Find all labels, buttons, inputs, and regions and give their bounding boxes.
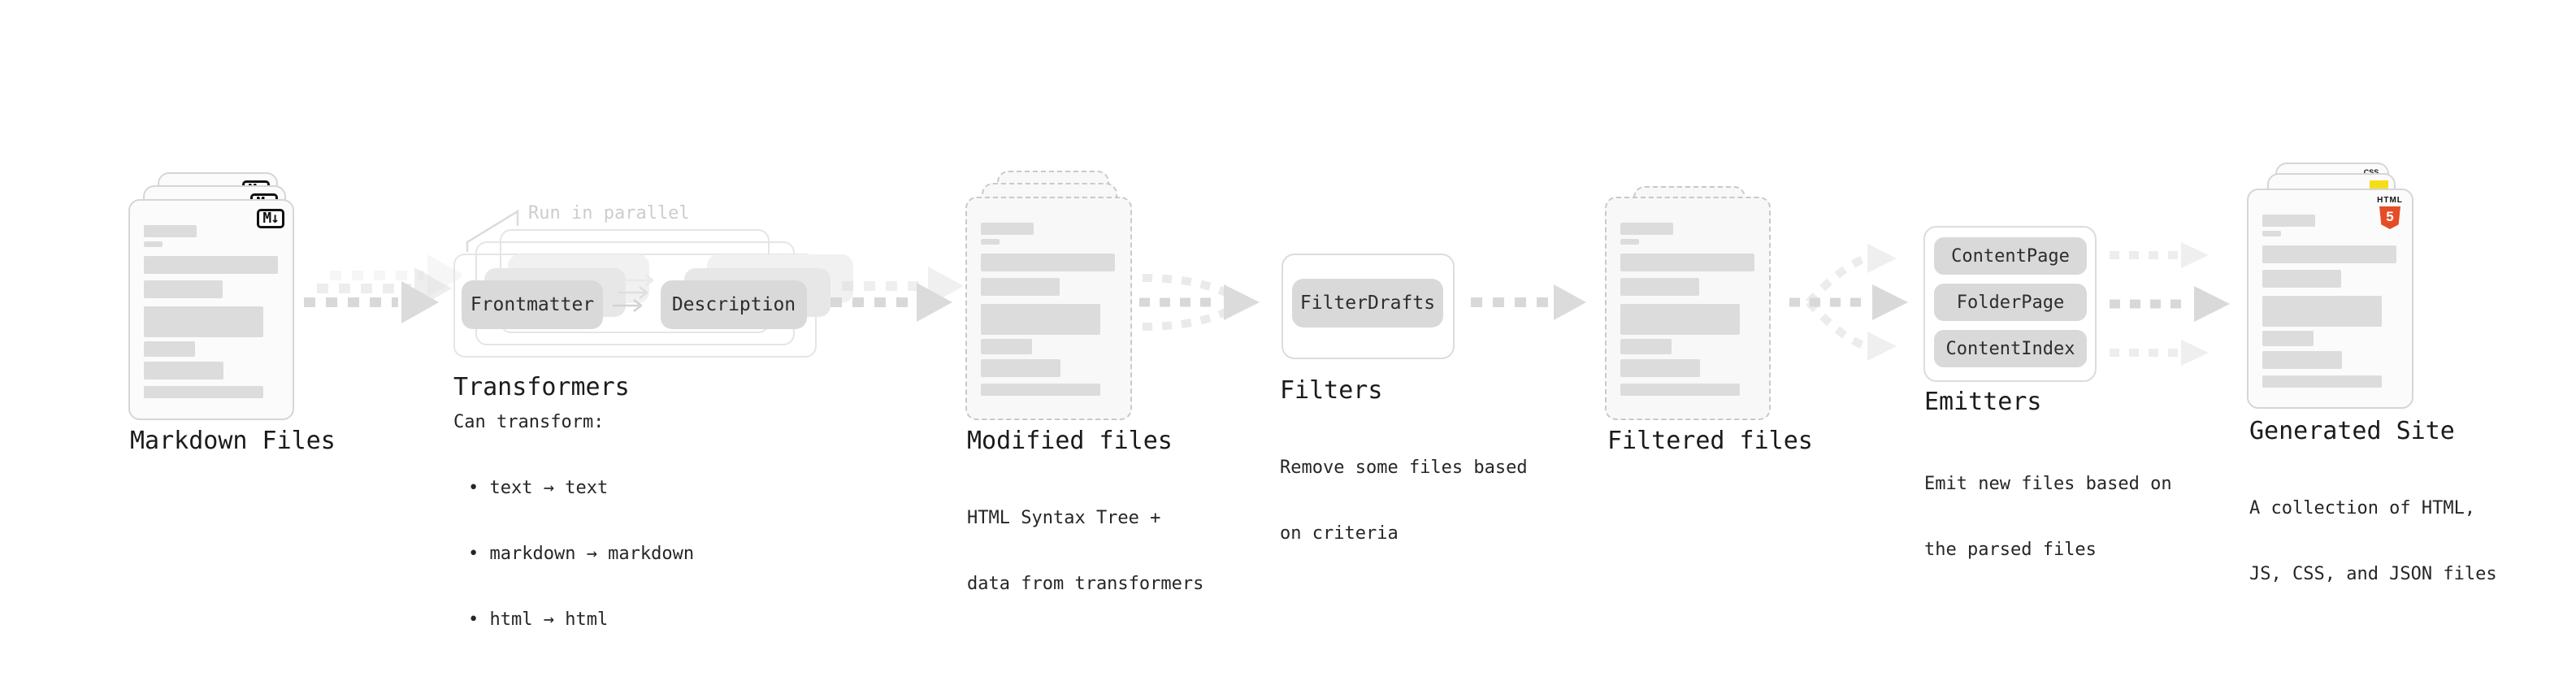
emitters-description: Emit new files based on the parsed files [1924,429,2172,605]
text-line-bar [144,241,163,247]
description-line: the parsed files [1924,540,2097,560]
text-line-bar [2262,351,2342,369]
text-line-bar [2262,231,2281,236]
stage-label-markdown-files: Markdown Files [130,427,336,455]
stage-label-emitters: Emitters [1924,388,2042,416]
text-line-bar [1620,239,1639,245]
text-line-bar [144,386,263,398]
description-line: Remove some files based [1280,458,1528,478]
description-line: A collection of HTML, [2249,498,2476,518]
text-line-bar [2262,331,2314,346]
modified-file-card-front [965,197,1132,420]
run-in-parallel-note: Run in parallel [528,203,690,223]
text-line-bar [144,362,223,380]
text-line-bar [144,256,278,274]
stage-label-transformers: Transformers [453,373,630,401]
text-line-bar [2262,270,2341,288]
description-line: HTML Syntax Tree + [967,508,1161,528]
stage-label-filters: Filters [1280,376,1383,405]
parallel-transform-arrows-icon [613,275,654,312]
flow-arrow-emitters-to-site [2110,242,2230,366]
text-line-bar [144,306,263,337]
emitter-node-folderpage: FolderPage [1934,284,2087,321]
text-line-bar [2262,245,2396,263]
transformer-node-frontmatter: Frontmatter [462,280,603,329]
filtered-file-card-front [1605,197,1771,420]
text-line-bar [981,339,1032,354]
stage-label-filtered-files: Filtered files [1607,427,1813,455]
description-line: on criteria [1280,523,1399,544]
transformers-bullet-list: • text → text • markdown → markdown • ht… [468,433,694,674]
flow-arrow-filtered-to-emitters [1789,244,1908,361]
text-line-bar [144,225,197,237]
text-line-bar [144,341,195,357]
generated-site-description: A collection of HTML, JS, CSS, and JSON … [2249,453,2497,629]
text-line-bar [981,304,1100,335]
text-line-bar [1620,254,1754,271]
emitter-node-contentpage: ContentPage [1934,237,2087,275]
text-line-bar [1620,223,1673,235]
flow-arrow-markdown-to-transformers [304,254,462,323]
text-line-bar [1620,304,1740,335]
flow-arrow-modified-to-filters [1139,274,1260,331]
description-line: data from transformers [967,574,1204,594]
flow-arrow-filters-to-filtered [1471,284,1586,320]
description-line: Emit new files based on [1924,474,2172,494]
text-line-bar [1620,278,1699,296]
markdown-file-card-front: M↓ [128,199,294,420]
text-line-bar [981,384,1100,396]
stage-label-modified-files: Modified files [967,427,1173,455]
text-line-bar [981,254,1115,271]
text-line-bar [2262,296,2382,327]
callout-leader-line [466,209,519,252]
bullet-item: • markdown → markdown [468,544,695,564]
text-line-bar [1620,359,1700,377]
text-line-bar [981,359,1060,377]
emitter-node-contentindex: ContentIndex [1934,330,2087,367]
filters-description: Remove some files based on criteria [1280,413,1528,588]
flow-arrow-transformers-to-modified [830,267,964,322]
transformer-node-description: Description [661,280,807,329]
markdown-icon: M↓ [257,209,284,228]
text-line-bar [981,239,1000,245]
html5-icon: HTML 5 [2377,197,2403,229]
text-line-bar [2262,215,2315,227]
filter-node-filterdrafts: FilterDrafts [1292,279,1443,327]
text-line-bar [2262,375,2382,388]
js-file-icon [2370,180,2388,190]
text-line-bar [1620,384,1740,396]
modified-files-description: HTML Syntax Tree + data from transformer… [967,463,1203,639]
description-line: JS, CSS, and JSON files [2249,564,2497,584]
text-line-bar [981,223,1034,235]
text-line-bar [981,278,1060,296]
site-file-card-html: HTML 5 [2247,189,2413,409]
stage-label-generated-site: Generated Site [2249,417,2455,445]
bullet-item: • html → html [468,609,609,630]
bullet-item: • text → text [468,478,609,498]
text-line-bar [144,280,223,298]
transformers-description-title: Can transform: [453,412,605,432]
text-line-bar [1620,339,1672,354]
